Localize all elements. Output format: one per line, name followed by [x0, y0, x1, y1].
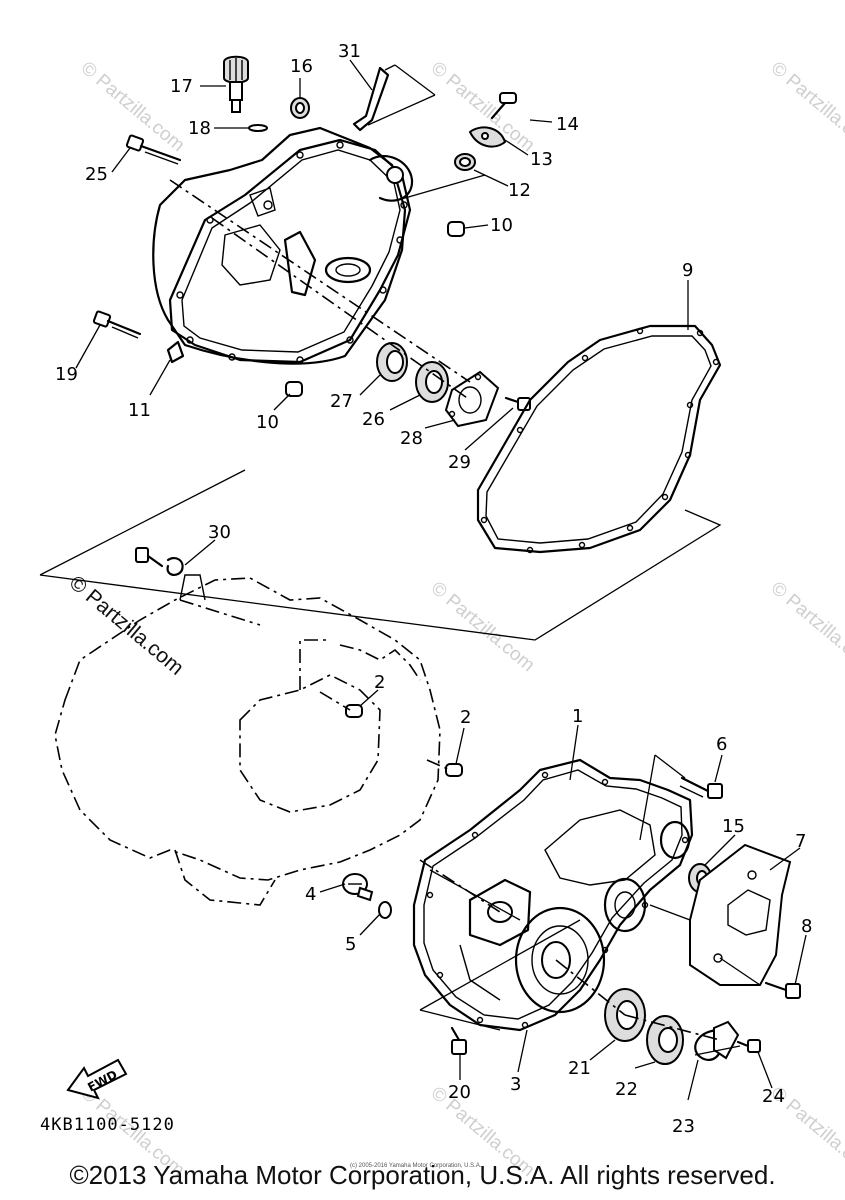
callout-14: 14: [556, 114, 579, 135]
callout-20: 20: [448, 1082, 471, 1103]
bracket: [352, 66, 390, 132]
oil-seal-16: [290, 97, 310, 119]
callout-1: 1: [572, 706, 583, 727]
oil-seal-12: [454, 153, 476, 171]
diagram-part-code: 4KB1100-5120: [40, 1115, 175, 1135]
callout-4: 4: [305, 884, 316, 905]
callout-19: 19: [55, 364, 78, 385]
o-ring: [378, 901, 392, 919]
callout-3: 3: [510, 1074, 521, 1095]
gasket-plane-outline: [39, 469, 722, 641]
oil-filler-cap: [223, 55, 249, 113]
bolt-19: [92, 310, 142, 339]
drain-plug-4: [342, 873, 374, 902]
callout-21: 21: [568, 1058, 591, 1079]
crankcase-cover-upper: [152, 126, 414, 365]
callout-9: 9: [682, 260, 693, 281]
retainer-28: [444, 370, 500, 428]
oil-seal-22: [646, 1015, 684, 1065]
callout-leaders: [75, 59, 807, 1101]
screw-14: [490, 92, 517, 120]
bearing-26: [415, 361, 449, 403]
callout-10: 10: [256, 412, 279, 433]
callout-8: 8: [801, 916, 812, 937]
callout-12: 12: [508, 180, 531, 201]
tiny-copyright: (c) 2005-2016 Yamaha Motor Corporation, …: [350, 1163, 482, 1169]
crankcase-cover-lower: [412, 758, 694, 1032]
screw-30: [135, 547, 184, 576]
callout-22: 22: [615, 1079, 638, 1100]
bolt-25: [125, 134, 182, 165]
callout-15: 15: [722, 816, 745, 837]
bolt-6: [679, 776, 723, 799]
oil-seal-27: [376, 342, 408, 382]
callout-16: 16: [290, 56, 313, 77]
dowel-pin: [447, 221, 465, 237]
callout-5: 5: [345, 934, 356, 955]
callout-7: 7: [795, 831, 806, 852]
callout-13: 13: [530, 149, 553, 170]
copyright-notice: ©2013 Yamaha Motor Corporation, U.S.A. A…: [69, 1160, 776, 1190]
callout-11: 11: [128, 400, 151, 421]
bolt-20: [450, 1026, 467, 1055]
screw-24: [736, 1039, 761, 1053]
watermark: © Partzilla.com: [767, 578, 845, 676]
dowel-pin: [285, 381, 303, 397]
o-ring: [248, 124, 268, 132]
callout-29: 29: [448, 452, 471, 473]
dowel-pin: [345, 704, 363, 718]
callout-25: 25: [85, 164, 108, 185]
callout-18: 18: [188, 118, 211, 139]
watermark: © Partzilla.com: [427, 578, 539, 676]
callout-30: 30: [208, 522, 231, 543]
callouts: 1 2 2 3 4 5 6 7 8 9 10 10 11 12 13 14 15…: [55, 41, 812, 1137]
watermark: © Partzilla.com: [767, 58, 845, 156]
assembly-lines-upper: [169, 64, 486, 401]
retainer-plate: [713, 1020, 740, 1060]
cover-7: [689, 843, 792, 986]
gasket-9: [476, 324, 722, 554]
callout-31: 31: [338, 41, 361, 62]
assembly-lines-lower: [419, 754, 761, 1056]
callout-6: 6: [716, 734, 727, 755]
callout-26: 26: [362, 409, 385, 430]
engine-crankcase: [54, 574, 441, 906]
callout-24: 24: [762, 1086, 785, 1107]
callout-17: 17: [170, 76, 193, 97]
callout-27: 27: [330, 391, 353, 412]
bolt-8: [764, 981, 801, 999]
callout-2: 2: [374, 672, 385, 693]
callout-10: 10: [490, 215, 513, 236]
callout-23: 23: [672, 1116, 695, 1137]
callout-28: 28: [400, 428, 423, 449]
dowel-pin: [445, 763, 463, 777]
callout-2: 2: [460, 707, 471, 728]
watermark-main: © Partzilla.com: [65, 571, 188, 680]
